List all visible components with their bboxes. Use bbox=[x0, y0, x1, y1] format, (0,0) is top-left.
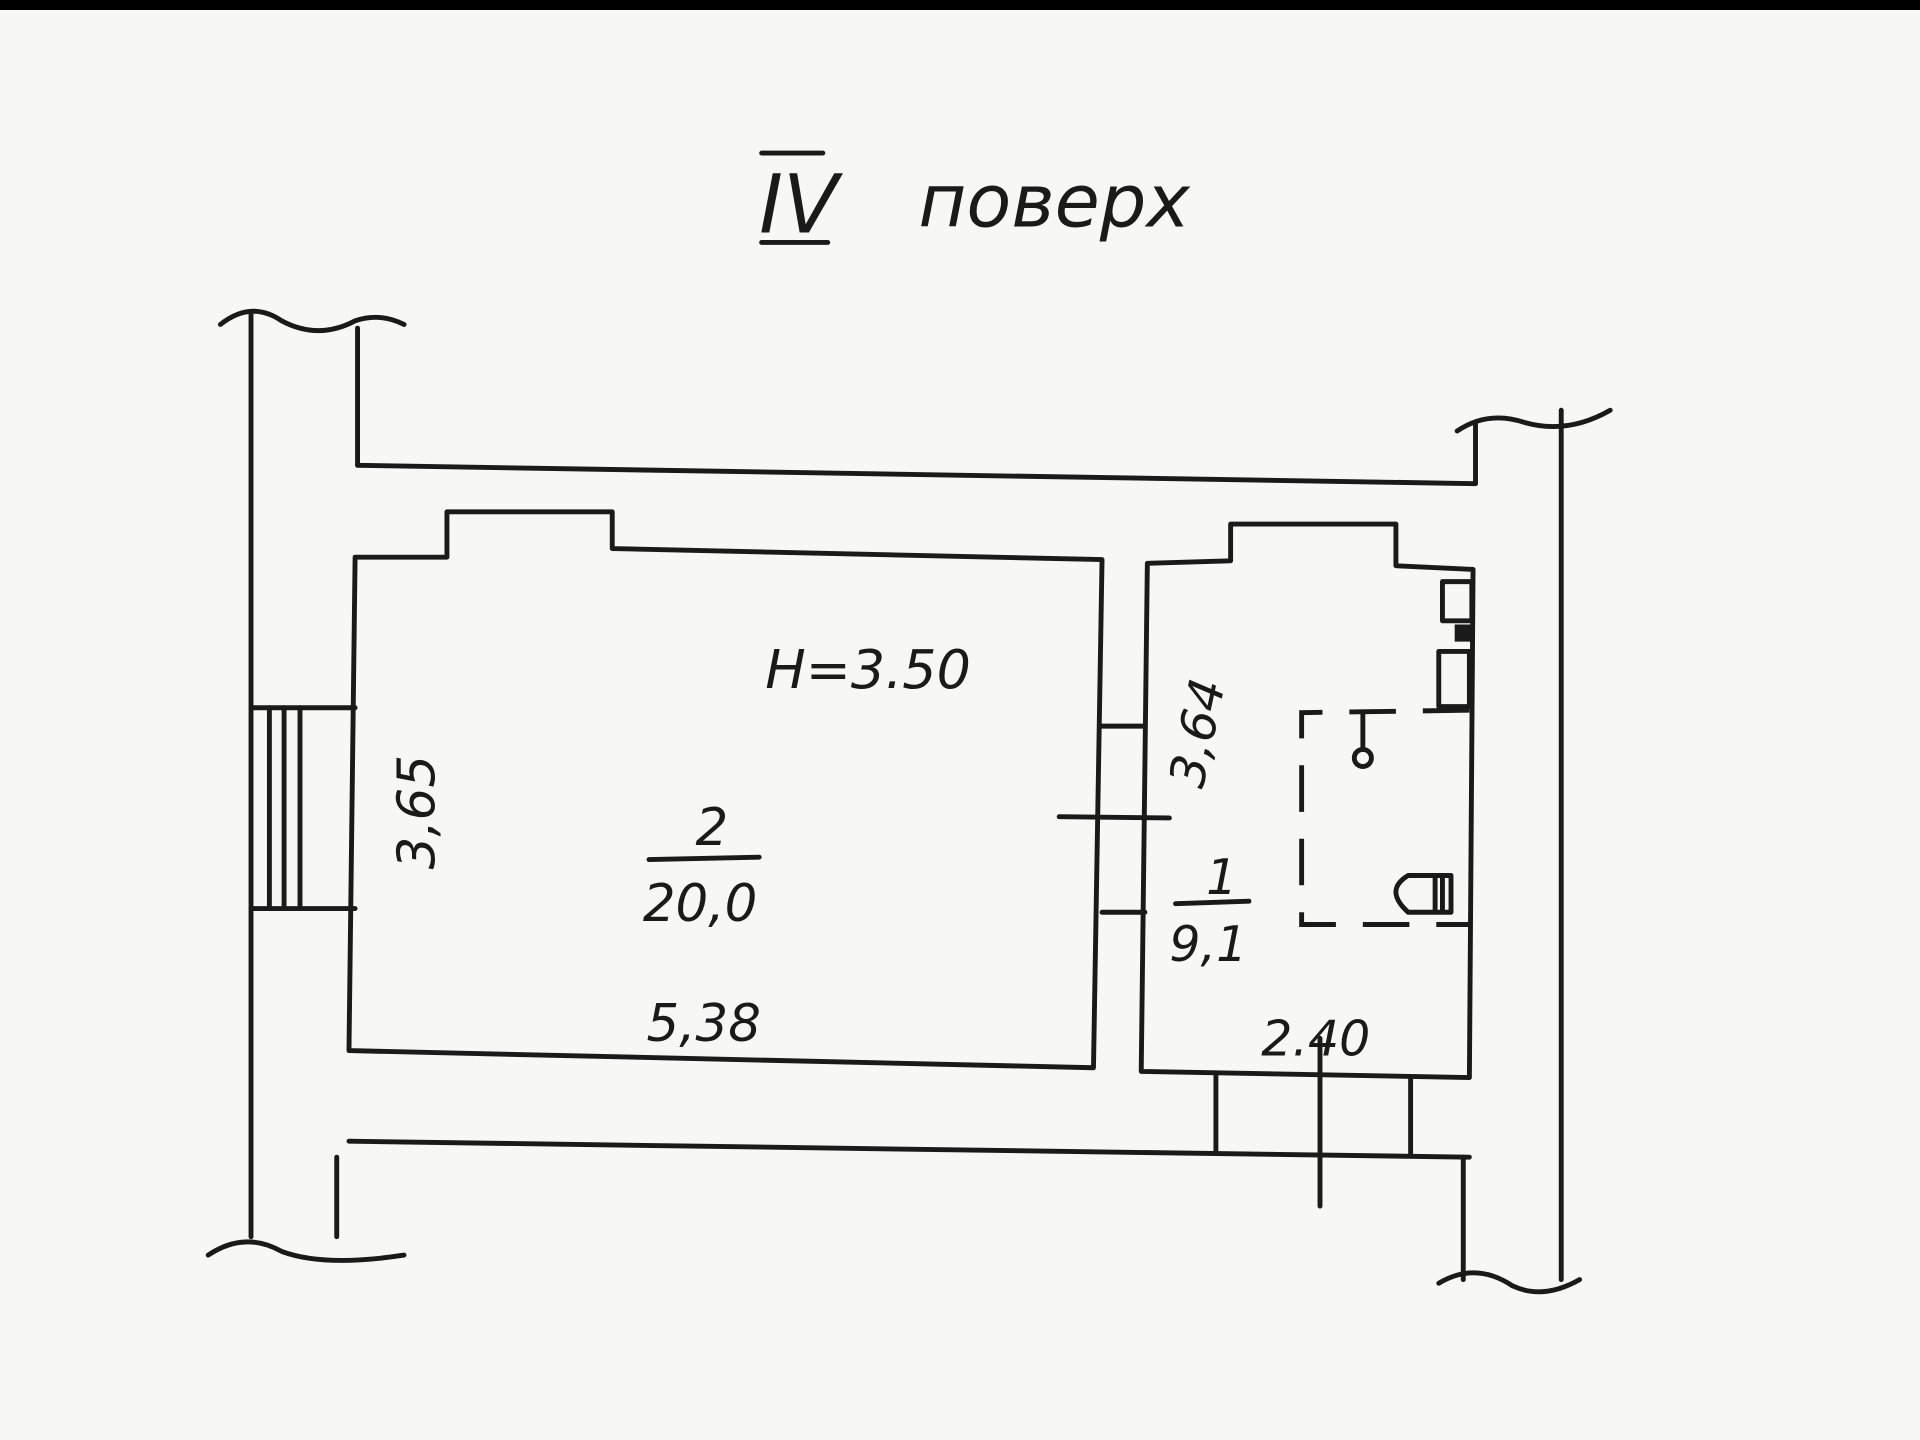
top-black-bar bbox=[0, 0, 1920, 10]
floor-numeral: IV bbox=[759, 159, 843, 253]
stove-icon bbox=[1436, 648, 1472, 709]
room-1-fraction-line bbox=[1173, 898, 1252, 907]
building-walls bbox=[205, 308, 1613, 1295]
bathroom-zone bbox=[1299, 707, 1470, 927]
room-2-number: 2 bbox=[696, 798, 729, 858]
room-2: H=3.50 2 20,0 5,38 3,65 bbox=[346, 509, 1105, 1071]
entrance-doorway bbox=[1213, 1035, 1414, 1209]
room-1-number: 1 bbox=[1206, 849, 1237, 906]
room-2-area: 20,0 bbox=[643, 874, 757, 934]
room-2-width: 5,38 bbox=[647, 994, 761, 1054]
room-1-depth: 3,64 bbox=[1158, 674, 1236, 793]
room-2-depth: 3,65 bbox=[388, 755, 448, 869]
floor-word: поверх bbox=[918, 160, 1191, 245]
toilet-icon bbox=[1393, 873, 1454, 915]
interior-doorway bbox=[1056, 723, 1172, 915]
room-1: 3,64 1 9,1 2.40 bbox=[1138, 521, 1476, 1080]
room-1-area: 9,1 bbox=[1169, 916, 1247, 973]
window bbox=[248, 705, 358, 912]
ceiling-height: H=3.50 bbox=[765, 638, 971, 701]
room-2-fraction-line bbox=[646, 854, 762, 863]
room-1-width: 2.40 bbox=[1261, 1011, 1370, 1068]
shower-head-icon bbox=[1351, 746, 1374, 769]
pipe-marker-icon bbox=[1454, 624, 1472, 642]
floor-title: IV поверх bbox=[759, 150, 1191, 253]
sink-icon bbox=[1440, 579, 1475, 624]
